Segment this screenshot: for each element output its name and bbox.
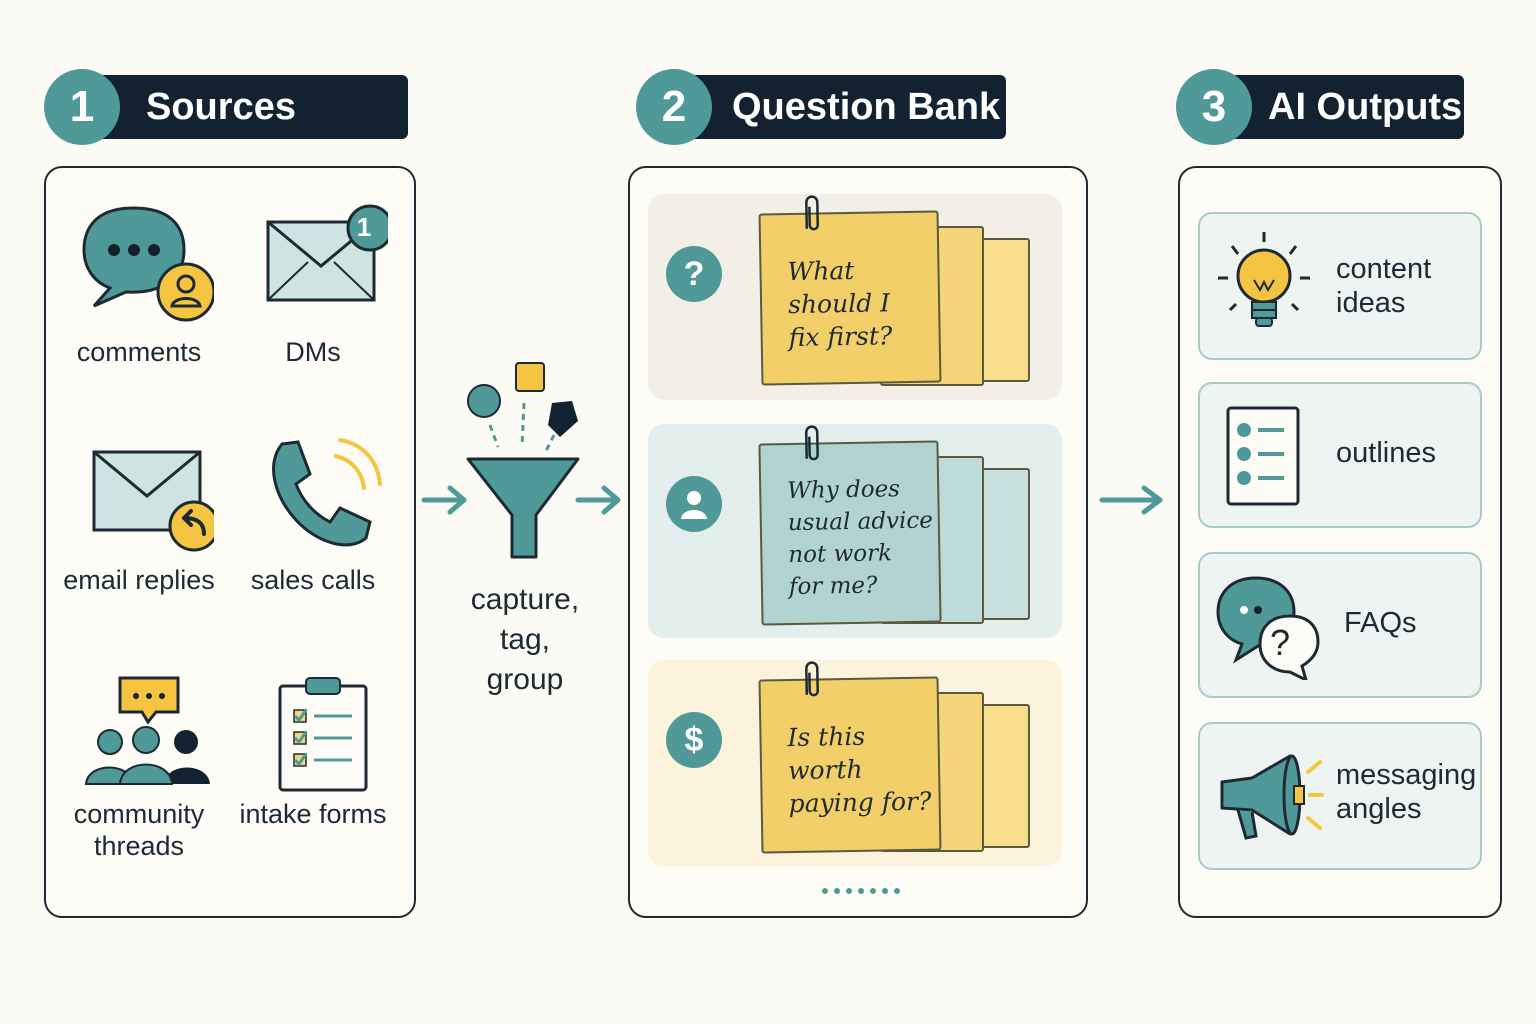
- megaphone-icon: [1220, 754, 1324, 840]
- source-dms: 1 DMs: [228, 200, 398, 368]
- question-mark-icon: ?: [1269, 622, 1291, 663]
- source-community-threads: community threads: [54, 672, 224, 862]
- dollar-icon: $: [666, 712, 722, 768]
- user-glyph-icon: [681, 491, 707, 519]
- output-card: outlines: [1198, 382, 1482, 528]
- output-label: messaging angles: [1336, 759, 1477, 825]
- sticky-note: What should I fix first?: [758, 195, 942, 386]
- output-label: outlines: [1336, 437, 1436, 469]
- question-text: What should I fix first?: [787, 255, 893, 353]
- lightbulb-icon: [1218, 232, 1310, 327]
- arrow-right-icon: [421, 485, 467, 515]
- funnel-label: capture, tag, group: [470, 583, 580, 696]
- step-2-title: Question Bank: [676, 75, 1006, 139]
- paperclip-icon: [804, 425, 819, 461]
- sticky-note-stack: What should I fix first?: [758, 195, 1030, 388]
- user-icon: [666, 476, 722, 532]
- step-1-title: Sources: [84, 75, 408, 139]
- source-email-replies: email replies: [54, 434, 224, 596]
- question-text: Why does usual advice not work for me?: [787, 476, 934, 601]
- output-card: content ideas: [1198, 212, 1482, 360]
- envelope-reply-icon: [92, 450, 214, 552]
- clipboard-icon: [278, 677, 368, 792]
- source-intake-forms: intake forms: [228, 672, 398, 830]
- output-card: ? FAQs: [1198, 552, 1482, 698]
- sticky-note: Why does usual advice not work for me?: [758, 425, 942, 626]
- step-1-number: 1: [44, 69, 120, 145]
- sticky-note: Is this worth paying for?: [758, 661, 942, 854]
- community-icon: [84, 676, 210, 785]
- question-row: ? What should I fix first?: [648, 194, 1062, 400]
- output-card: messaging angles: [1198, 722, 1482, 870]
- question-row: $ Is this worth paying for?: [648, 660, 1062, 866]
- source-label: DMs: [285, 337, 341, 367]
- paperclip-icon: [805, 661, 819, 697]
- source-label: sales calls: [250, 565, 376, 595]
- step-3-title: AI Outputs: [1216, 75, 1464, 139]
- question-row: Why does usual advice not work for me?: [648, 424, 1062, 638]
- arrow-right-icon: [1099, 485, 1163, 515]
- step-2-number: 2: [636, 69, 712, 145]
- arrow-right-icon: [575, 485, 621, 515]
- source-label: email replies: [63, 565, 215, 595]
- paperclip-icon: [805, 195, 819, 231]
- outline-list-icon: [1226, 406, 1300, 506]
- faq-chat-icon: [1216, 576, 1320, 680]
- dm-badge-count: 1: [356, 212, 372, 242]
- question-text: Is this worth paying for?: [787, 721, 932, 819]
- phone-icon: [272, 438, 382, 547]
- chat-bubble-user-icon: [82, 206, 214, 322]
- funnel-icon: [466, 362, 580, 559]
- output-label: content ideas: [1336, 253, 1432, 319]
- source-label: community threads: [73, 799, 205, 861]
- step-3-number: 3: [1176, 69, 1252, 145]
- question-icon: ?: [666, 246, 722, 302]
- sticky-note-stack: Why does usual advice not work for me?: [758, 425, 1030, 626]
- more-indicator: [822, 888, 900, 894]
- source-label: intake forms: [239, 799, 387, 829]
- source-label: comments: [76, 337, 202, 367]
- output-label: FAQs: [1344, 607, 1417, 639]
- source-sales-calls: sales calls: [228, 434, 398, 596]
- envelope-icon: [266, 204, 388, 302]
- source-comments: comments: [54, 200, 224, 368]
- sticky-note-stack: Is this worth paying for?: [758, 661, 1030, 854]
